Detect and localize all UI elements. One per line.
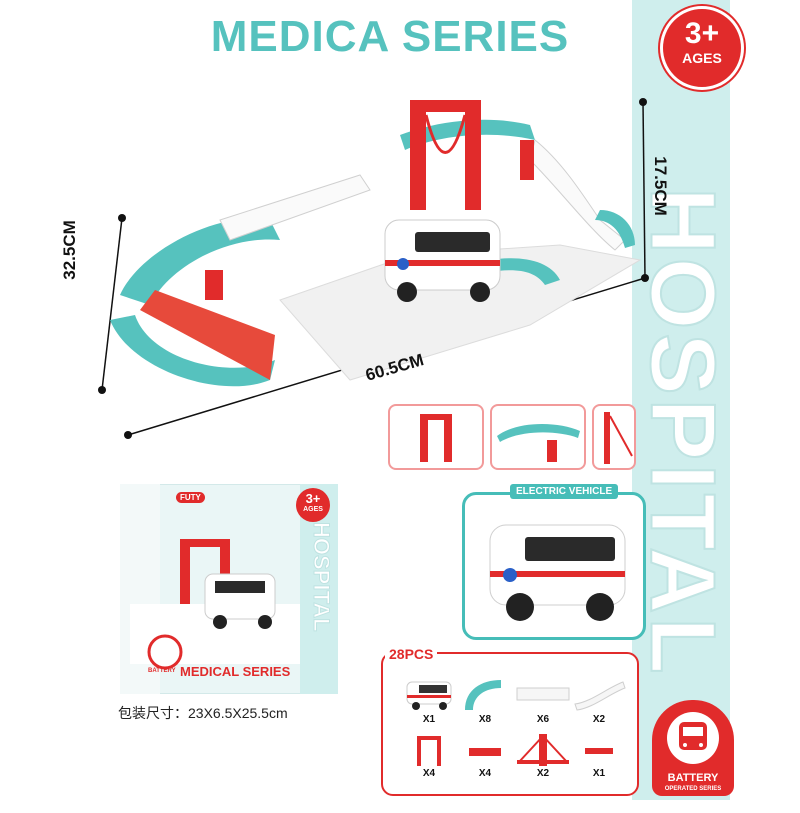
parts-total-label: 28PCS [385,646,438,662]
product-title: MEDICA SERIES [210,12,570,61]
part-qty: X2 [536,768,550,779]
package-size-text: 包装尺寸：23X6.5X25.5cm [118,705,288,721]
age-badge-sub: AGES [682,50,722,66]
connector-icon [585,748,613,754]
package-series-text: MEDICAL SERIES [180,664,291,679]
ambulance-icon [489,524,626,621]
part-qty: X2 [592,714,606,725]
electric-vehicle-label: ELECTRIC VEHICLE [510,484,619,499]
package-battery-text: BATTERY [148,668,176,674]
battery-text: BATTERY [667,772,719,784]
part-qty: X4 [422,768,436,779]
package-age-sub: AGES [303,506,323,513]
curved-track-icon [465,680,501,710]
package-side-text: HOSPITAL [309,522,335,633]
package-age-badge: 3+ AGES [296,488,330,522]
electric-vehicle-panel [462,492,646,640]
height-dimension: 17.5CM [650,156,670,216]
part-qty: X4 [478,768,492,779]
package-box-illustration [120,484,338,694]
detail-bridge-thumb [592,404,636,470]
package-brand-tag: FUTY [176,492,205,503]
parts-list-panel: X1 X8 X6 X2 X4 X4 X2 X1 [381,652,639,796]
part-qty: X1 [422,714,436,725]
part-qty: X1 [592,768,606,779]
slope-track-icon [574,681,626,711]
package-age-main: 3+ [305,491,321,506]
age-badge-main: 3+ [684,17,720,50]
pillar-icon [417,736,441,766]
curved-track-icon [497,424,580,462]
depth-dimension: 32.5CM [59,220,79,280]
detail-curve-thumb [490,404,586,470]
track-set-illustration [98,98,649,439]
part-qty: X8 [478,714,492,725]
support-icon [469,748,501,756]
package-box-photo: FUTY 3+ AGES HOSPITAL MEDICAL SERIES BAT… [120,484,338,694]
bus-icon [667,712,719,764]
bridge-tower-icon [604,412,633,464]
side-banner: HOSPITAL [631,0,735,800]
age-badge: 3+ AGES [660,6,744,90]
battery-badge: BATTERY OPERATED SERIES [652,700,734,796]
part-qty: X6 [536,714,550,725]
detail-pillar-thumb [388,404,484,470]
straight-track-icon [516,687,570,701]
ambulance-icon [406,681,452,710]
battery-subtext: OPERATED SERIES [664,786,722,792]
bridge-tower-icon [517,734,569,766]
pillar-icon [420,414,452,462]
